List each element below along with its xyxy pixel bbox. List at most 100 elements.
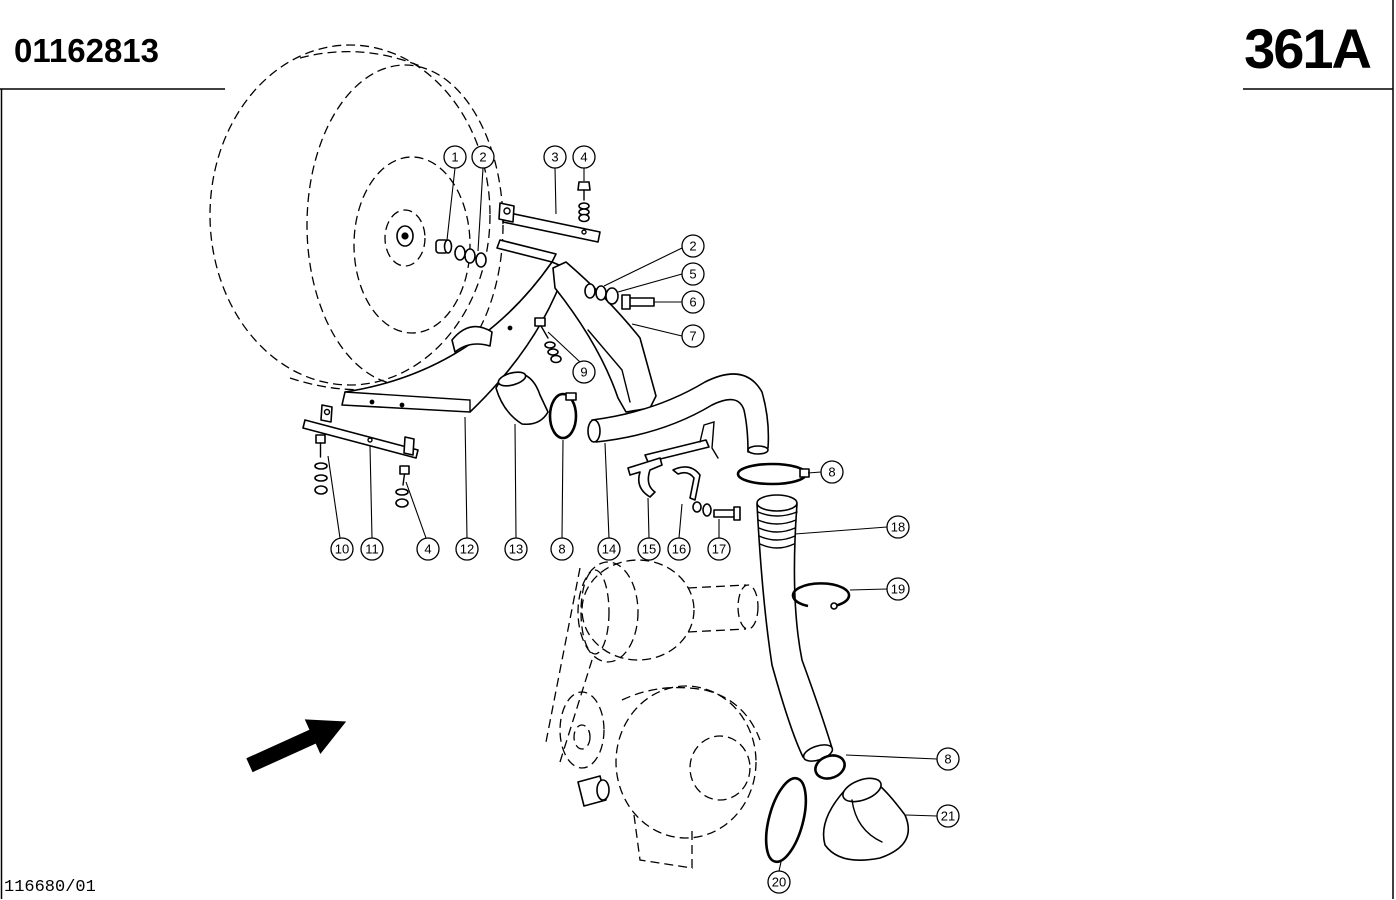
callout-label: 5: [689, 267, 696, 282]
hose-body: [756, 503, 833, 758]
bracket-hole: [323, 408, 331, 416]
callout-circle: [681, 324, 705, 348]
clamp-band: [764, 776, 808, 864]
bolt-shank: [540, 325, 549, 339]
direction-arrow-icon: [246, 719, 347, 773]
callout-4-lower: 4: [405, 481, 440, 561]
reference-code: 116680/01: [4, 878, 96, 897]
washer: [547, 348, 559, 356]
callout-label: 2: [689, 239, 696, 254]
washer: [314, 474, 328, 482]
bracket-plate: [644, 439, 710, 463]
shield-hole: [369, 399, 375, 405]
part-20-clamp: [764, 776, 808, 864]
leader-line: [446, 167, 456, 241]
part-17-bolt: [692, 501, 741, 521]
part-2-washers: [454, 245, 487, 268]
bolt-shank: [627, 297, 655, 307]
leader-line: [631, 323, 683, 337]
callout-14: 14: [597, 442, 621, 561]
fan-housing-top: [621, 686, 761, 741]
callout-18: 18: [794, 515, 910, 539]
pulley-shaft-end: [737, 584, 759, 630]
part-4-bolt-lower: [395, 465, 410, 508]
bolt-head: [733, 506, 741, 521]
elbow-opening: [842, 777, 882, 803]
callout-label: 6: [689, 295, 696, 310]
callout-5: 5: [617, 262, 705, 293]
callout-2-right: 2: [603, 234, 705, 287]
callout-label: 8: [558, 542, 565, 557]
leader-line: [603, 247, 683, 287]
leader-line: [554, 167, 557, 215]
callout-15: 15: [637, 497, 661, 561]
bracket-flange: [320, 404, 333, 423]
bracket-flange: [403, 436, 415, 456]
bracket-strip: [302, 419, 419, 459]
callout-label: 2: [479, 150, 486, 165]
fan-housing-inlet: [689, 735, 751, 801]
part-8-clamp-c: [814, 754, 846, 780]
callout-label: 9: [580, 365, 587, 380]
callout-label: 10: [335, 542, 349, 557]
callout-label: 11: [365, 542, 379, 557]
callout-20: 20: [767, 861, 791, 894]
callout-21: 21: [905, 804, 960, 828]
lower-pulley-hub: [573, 724, 591, 750]
callout-4-top: 4: [572, 145, 596, 181]
part-10-bolt: [314, 434, 328, 495]
callout-circle: [543, 145, 567, 169]
clamp-band: [548, 392, 578, 440]
bolt-head: [621, 294, 631, 310]
callout-label: 4: [580, 150, 587, 165]
callout-label: 8: [944, 752, 951, 767]
nut: [314, 485, 328, 495]
part-14-hose: [587, 373, 770, 455]
callout-12: 12: [455, 416, 479, 561]
callout-circle: [330, 537, 354, 561]
drawing-number: 01162813: [14, 32, 159, 69]
nut: [692, 501, 702, 513]
shield-hole: [399, 402, 405, 408]
callouts: 1 2 3 4 2 5 6: [327, 145, 960, 894]
callout-circle: [360, 537, 384, 561]
hose-corrugation: [757, 511, 798, 549]
part-6-bolt: [621, 294, 655, 310]
callout-label: 7: [689, 329, 696, 344]
callout-3: 3: [543, 145, 567, 215]
washer: [454, 245, 466, 261]
bolt-shank: [402, 473, 406, 486]
part-13-elbow: [495, 371, 549, 426]
callout-8-bottom-right: 8: [845, 747, 960, 771]
hose-end: [587, 419, 601, 443]
washer: [584, 283, 596, 299]
leader-line: [477, 167, 484, 252]
part-8-clamp-a: [548, 392, 578, 440]
leader-line: [807, 471, 822, 474]
part-7-guide: [552, 261, 657, 413]
callout-label: 16: [672, 542, 686, 557]
callout-label: 8: [828, 465, 835, 480]
callout-13: 13: [504, 423, 528, 561]
upper-pulley-outer: [581, 559, 695, 661]
clamp-band: [814, 754, 846, 780]
part-16-bracket: [672, 466, 701, 501]
callout-circle: [572, 145, 596, 169]
bracket-saddle: [627, 457, 663, 498]
callout-label: 19: [891, 582, 905, 597]
washer: [475, 252, 487, 268]
callout-label: 4: [424, 542, 431, 557]
leader-line: [794, 526, 888, 535]
callout-circle: [681, 262, 705, 286]
callout-2-top: 2: [471, 145, 495, 252]
spacer-face: [443, 239, 453, 254]
callout-circle: [667, 537, 691, 561]
part-15-bracket: [627, 421, 719, 498]
callout-circle: [886, 515, 910, 539]
washer: [544, 341, 556, 349]
callout-circle: [681, 234, 705, 258]
bolt-head: [399, 465, 410, 475]
callout-circle: [443, 145, 467, 169]
callout-circle: [455, 537, 479, 561]
callout-circle: [550, 537, 574, 561]
